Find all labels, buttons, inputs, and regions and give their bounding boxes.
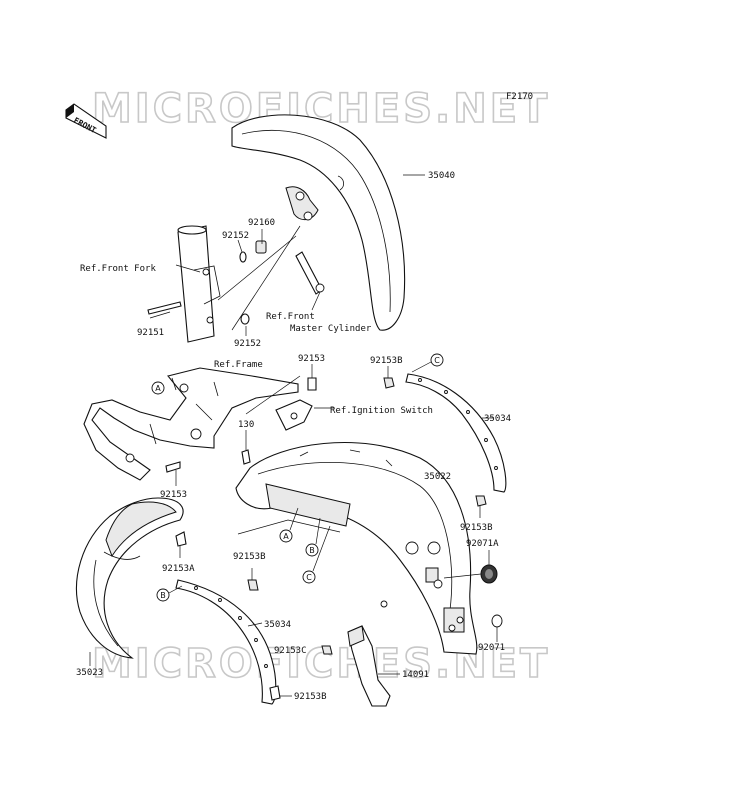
ref-frame: Ref.Frame bbox=[214, 360, 263, 370]
nut-92153B-top bbox=[383, 377, 395, 389]
bolt-92153-upper bbox=[307, 377, 317, 391]
frame-section bbox=[83, 367, 299, 481]
label-92151: 92151 bbox=[137, 328, 164, 338]
grommet-92071 bbox=[491, 614, 503, 628]
callout-A-upper: A bbox=[151, 381, 165, 395]
bracket-14091 bbox=[347, 625, 391, 707]
label-35023: 35023 bbox=[76, 668, 103, 678]
svg-text:B: B bbox=[309, 546, 315, 555]
front-fender-35040 bbox=[231, 114, 406, 331]
brake-hose-clamp bbox=[295, 251, 325, 295]
label-92071: 92071 bbox=[478, 643, 505, 653]
callout-B-middle: B bbox=[305, 543, 319, 557]
label-35040: 35040 bbox=[428, 171, 455, 181]
callout-A-lower: A bbox=[279, 529, 293, 543]
rear-fender-35022 bbox=[235, 442, 478, 655]
nut-92153B-left bbox=[247, 579, 259, 591]
ref-front-master-2: Master Cylinder bbox=[290, 324, 372, 334]
label-130: 130 bbox=[238, 420, 254, 430]
ignition-bracket bbox=[275, 399, 313, 431]
svg-text:C: C bbox=[306, 573, 312, 582]
callout-B-left: B bbox=[156, 588, 170, 602]
grommet-92071A bbox=[480, 564, 498, 584]
callout-C-lower: C bbox=[302, 570, 316, 584]
ref-ignition-switch: Ref.Ignition Switch bbox=[330, 406, 433, 416]
label-14091: 14091 bbox=[402, 670, 429, 680]
label-92152-lower: 92152 bbox=[234, 339, 261, 349]
label-92160: 92160 bbox=[248, 218, 275, 228]
label-92153B-right: 92153B bbox=[460, 523, 493, 533]
callout-C-upper: C bbox=[430, 353, 444, 367]
label-35022: 35022 bbox=[424, 472, 451, 482]
bolt-92153B-bottom bbox=[269, 685, 281, 701]
bolt-92153A bbox=[175, 531, 187, 547]
label-35034-left: 35034 bbox=[264, 620, 291, 630]
spacer-92152-lower bbox=[240, 313, 250, 325]
svg-text:A: A bbox=[283, 532, 289, 541]
label-92071A: 92071A bbox=[466, 539, 499, 549]
collar-92160 bbox=[255, 240, 267, 254]
label-92153B-top: 92153B bbox=[370, 356, 403, 366]
fender-rail-35034-left bbox=[175, 579, 277, 705]
svg-text:B: B bbox=[160, 591, 166, 600]
bolt-92151 bbox=[147, 301, 182, 315]
spacer-92152-upper bbox=[239, 251, 247, 263]
label-35034-right: 35034 bbox=[484, 414, 511, 424]
bolt-92153-lower bbox=[165, 461, 181, 473]
label-92153A: 92153A bbox=[162, 564, 195, 574]
svg-text:A: A bbox=[155, 384, 161, 393]
label-92152-upper: 92152 bbox=[222, 231, 249, 241]
diagram-code: F2170 bbox=[506, 92, 533, 102]
label-92153C: 92153C bbox=[274, 646, 307, 656]
nut-92153C bbox=[321, 645, 333, 655]
ref-front-fork: Ref.Front Fork bbox=[80, 264, 156, 274]
label-92153B-left: 92153B bbox=[233, 552, 266, 562]
label-92153B-bottom: 92153B bbox=[294, 692, 327, 702]
nut-92153B-right bbox=[475, 495, 487, 507]
label-92153-upper: 92153 bbox=[298, 354, 325, 364]
svg-text:C: C bbox=[434, 356, 440, 365]
ref-front-master-1: Ref.Front bbox=[266, 312, 315, 322]
label-92153-lower: 92153 bbox=[160, 490, 187, 500]
bolt-130 bbox=[241, 449, 251, 465]
fender-rail-35034-right bbox=[405, 373, 507, 493]
front-fork-tube bbox=[177, 225, 221, 343]
inner-fender-35023 bbox=[76, 497, 184, 659]
